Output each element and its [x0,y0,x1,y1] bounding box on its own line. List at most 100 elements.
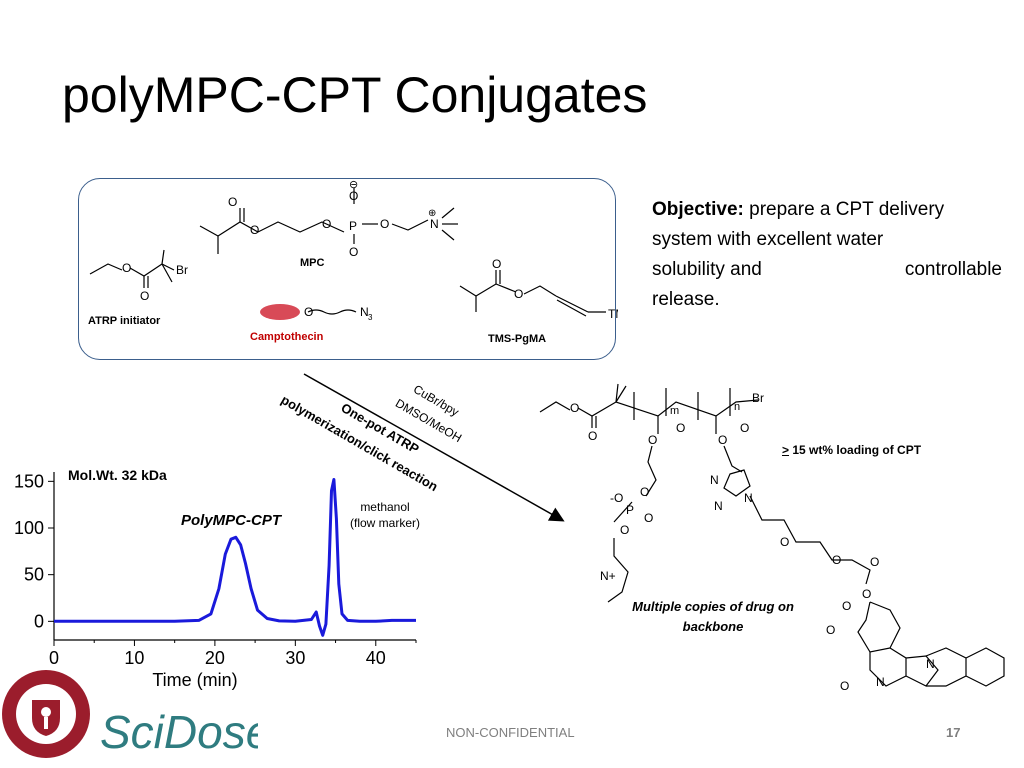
product-o-label: O [840,679,849,693]
atrp-initiator-label: ATRP initiator [88,315,161,327]
azide-n-label: N [360,305,369,319]
backbone-bond [577,399,759,417]
product-o-label: O [862,587,871,601]
phosphate-bond [613,501,633,523]
triazole-n-label: N [744,491,753,505]
initiator-o-label: O [122,261,131,275]
methyl-bond [615,385,627,403]
tms-pgma-label: TMS-PgMA [488,333,546,345]
pgma-side-chain [723,445,743,473]
product-o-label: O [676,421,685,435]
triazole-n-label: N [710,473,719,487]
scidose-logo: SciDose [100,706,258,758]
choline-bond [607,538,629,603]
loading-note: > 15 wt% loading of CPT [782,443,921,457]
mpc-o-label: O [380,217,389,231]
mpc-o-label: O [250,223,259,237]
initiator-methyl-bond [161,263,173,283]
mpc-methyl-bond [441,207,455,219]
objective-text: controllable [904,259,1002,280]
camptothecin-ring [905,655,939,687]
product-o-label: O [648,433,657,447]
initiator-o-label: O [140,289,149,303]
mpc-label: MPC [300,257,325,269]
initiator-br-bond [161,263,175,271]
objective-line-4: release. [652,289,720,310]
pgma-alkyne-bond [556,299,587,317]
x-tick-label: 10 [124,648,144,668]
loading-text: 15 wt% loading of CPT [789,443,922,457]
methyl-bond [615,383,619,403]
molecular-weight-label: Mol.Wt. 32 kDa [68,467,167,483]
product-o-label: O [870,555,879,569]
y-tick-label: 100 [14,518,44,538]
chart-x-axis-label: Time (min) [152,670,237,690]
repeat-n-label: n [734,401,740,413]
mpc-o-label: O [228,195,237,209]
pgma-o-label: O [492,257,501,271]
mpc-choline-bond [391,219,429,231]
product-o-label: O [570,401,579,415]
product-o-label: O [780,535,789,549]
camptothecin-ring [869,647,907,687]
azide-linker-bond [307,309,357,315]
mpc-p-label: P [349,219,357,233]
flow-marker-label: methanol (flow marker) [340,499,430,531]
repeat-bracket [633,388,731,420]
y-tick-label: 50 [24,565,44,585]
reaction-arrow [303,373,565,522]
azide-o-label: O [304,305,313,319]
flow-marker-line-1: methanol [360,500,410,514]
mpc-n-label: N [430,217,439,231]
repeat-m-label: m [670,405,679,417]
initiator-bond [129,263,163,277]
pgma-tms-label: TMS [608,307,618,321]
product-o-label: O [740,421,749,435]
loading-prefix: > [782,443,790,457]
umass-seal-logo [2,670,90,758]
product-o-label: O [842,599,851,613]
objective-text: prepare a CPT delivery [749,199,945,220]
ammonium-label: N+ [600,569,616,583]
product-caption: Multiple copies of drug on backbone [606,597,820,637]
product-caption-line-1: Multiple copies of drug on [632,599,794,614]
product-o-label: O [640,485,649,499]
backbone-bond [539,401,571,413]
product-o-label: O [644,511,653,525]
y-tick-label: 0 [34,611,44,631]
peak-label: PolyMPC-CPT [181,512,282,529]
mpc-minus-charge: ⊖ [349,179,358,191]
product-n-label: N [926,657,935,671]
mpc-o-label: O [349,189,358,203]
objective-line-2: system with excellent water [652,229,884,250]
x-tick-label: 40 [366,648,386,668]
camptothecin-label: Camptothecin [250,331,324,343]
reagents-panel [78,178,616,360]
confidentiality-label: NON-CONFIDENTIAL [446,725,575,740]
mpc-o-label: O [322,217,331,231]
flow-marker-line-2: (flow marker) [349,516,420,530]
end-br-label: Br [752,391,764,405]
initiator-methyl-bond [161,249,165,265]
peg-linker-bond [749,495,871,585]
polymer-product-structure: O O m n Br O O O O O -O P O O N+ N N N O… [539,383,1005,693]
y-tick-label: 150 [14,471,44,491]
objective-line-1: Objective: prepare a CPT delivery [652,196,1002,223]
camptothecin-drug-icon [260,304,300,320]
objective-label: Objective: [652,199,744,220]
camptothecin-ring [965,647,1005,687]
product-o-label: O [718,433,727,447]
phosphate-p-label: P [626,503,634,517]
page-title: polyMPC-CPT Conjugates [62,67,648,123]
reaction-arrow-line [303,373,565,522]
pgma-vinyl-bond [459,285,477,297]
initiator-br-label: Br [176,263,188,277]
product-o-label: O [826,623,835,637]
product-o-label: O [588,429,597,443]
scidose-logo-text: SciDose [100,706,258,758]
seal-figure-icon [41,707,51,717]
reagent-structures: O O O O ⊖ P O O N ⊕ O O Br O O TMS O N 3… [88,179,618,345]
